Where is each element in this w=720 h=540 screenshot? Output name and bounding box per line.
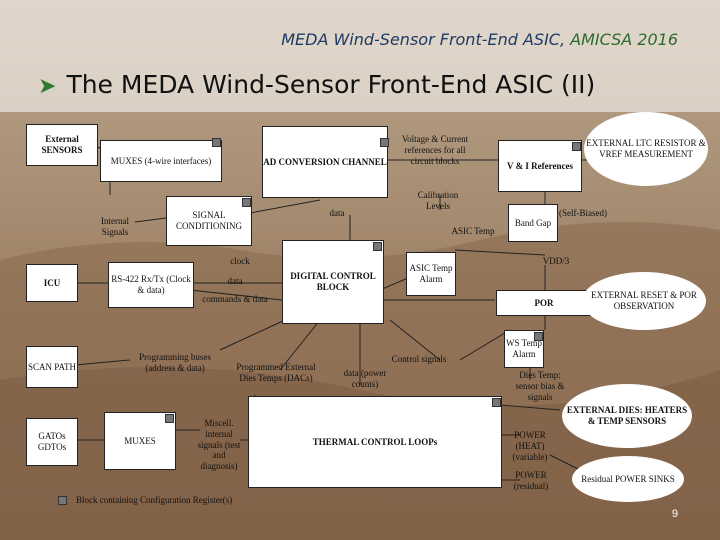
rs422-block: RS-422 Rx/Tx (Clock & data): [108, 262, 194, 308]
residual-power-sinks-ellipse: Residual POWER SINKS: [572, 456, 684, 502]
self-biased-label: (Self-Biased): [559, 208, 607, 218]
external-reset-ellipse: EXTERNAL RESET & POR OBSERVATION: [582, 272, 706, 330]
thermal-control-block: THERMAL CONTROL LOOPs: [248, 396, 502, 488]
programming-buses-label: Programming buses (address & data): [139, 352, 211, 373]
v-i-references-block: V & I References: [498, 140, 582, 192]
arrow-bullet-icon: ➤: [38, 74, 57, 99]
voltage-current-refs-label: Voltage & Current references for all cir…: [401, 134, 469, 166]
calibration-levels-label: Calibration Levels: [417, 190, 459, 211]
data-top-label: data: [329, 208, 345, 218]
config-register-marker: [534, 332, 543, 341]
muxes-bottom-block: MUXES: [104, 412, 176, 470]
vdd3-label: VDD/3: [542, 256, 570, 266]
dies-temp-label: Dies Temp: sensor bias & signals: [515, 370, 565, 402]
data-power-label: data (power counts): [343, 368, 387, 389]
asic-temp-alarm-block: ASIC Temp Alarm: [406, 252, 456, 296]
config-register-marker: [242, 198, 251, 207]
por-block: POR: [496, 290, 592, 316]
data-mid-label: data: [227, 276, 243, 286]
legend-text: Block containing Configuration Register(…: [76, 495, 233, 505]
external-sensors-block: External SENSORS: [26, 124, 98, 166]
programmed-external-label: Programmed External Dies Temps (DACs): [236, 362, 316, 383]
gatos-block: GATOs GDTOs: [26, 418, 78, 466]
asic-temp-label: ASIC Temp: [451, 226, 495, 236]
config-register-marker: [212, 138, 221, 147]
header-band: [0, 0, 720, 112]
config-register-marker: [58, 496, 67, 505]
digital-control-block: DIGITAL CONTROL BLOCK: [282, 240, 384, 324]
conference-title: MEDA Wind-Sensor Front-End ASIC, AMICSA …: [281, 30, 678, 49]
page-number: 9: [671, 508, 678, 520]
config-register-marker: [373, 242, 382, 251]
config-register-marker: [492, 398, 501, 407]
power-residual-label: POWER (residual): [513, 470, 549, 491]
miscell-label: Miscell. internal signals (test and diag…: [197, 418, 241, 472]
scan-path-block: SCAN PATH: [26, 346, 78, 388]
internal-signals-label: Internal Signals: [101, 216, 129, 237]
slide-title: ➤The MEDA Wind-Sensor Front-End ASIC (II…: [38, 70, 596, 99]
power-heat-label: POWER (HEAT) (variable): [512, 430, 548, 462]
config-register-marker: [380, 138, 389, 147]
external-dies-ellipse: EXTERNAL DIES: HEATERS & TEMP SENSORS: [562, 384, 692, 448]
muxes-top-block: MUXES (4-wire interfaces): [100, 140, 222, 182]
config-register-marker: [572, 142, 581, 151]
band-gap-block: Band Gap: [508, 204, 558, 242]
ad-conversion-block: AD CONVERSION CHANNEL: [262, 126, 388, 198]
commands-data-label: commands & data: [202, 294, 268, 304]
config-register-marker: [165, 414, 174, 423]
external-ltc-ellipse: EXTERNAL LTC RESISTOR & VREF MEASUREMENT: [584, 112, 708, 186]
signal-conditioning-block: SIGNAL CONDITIONING: [166, 196, 252, 246]
control-signals-label: Control signals: [391, 354, 447, 364]
clock-label: clock: [230, 256, 250, 266]
icu-block: ICU: [26, 264, 78, 302]
